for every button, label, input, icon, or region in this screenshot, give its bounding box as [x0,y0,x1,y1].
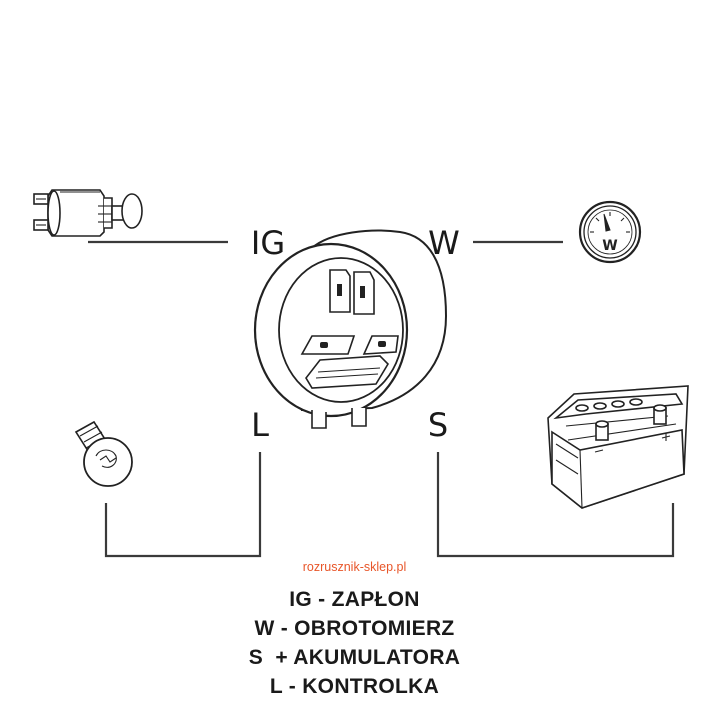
wires [88,240,675,558]
battery-icon [547,385,689,509]
terminal-label-ig: IG [251,224,285,262]
tachometer-icon: W [578,200,642,264]
legend-line-w: W - OBROTOMIERZ [254,617,455,640]
wire-warning-lamp [104,452,262,558]
warning-lamp-bulb-icon [74,420,133,487]
terminal-label-s: S [428,406,448,444]
legend-line-s: S + AKUMULATORA [248,646,461,669]
ignition-switch-icon [33,189,143,237]
alternator-regulator-icon [253,229,448,429]
watermark-text: rozrusznik-sklep.pl [302,560,407,574]
tachometer-dial-letter: W [602,238,617,254]
legend: IG - ZAPŁON W - OBROTOMIERZ S + AKUMULAT… [0,585,709,701]
legend-line-ig: IG - ZAPŁON [289,588,420,611]
wire-battery [436,452,675,558]
terminal-label-l: L [251,406,269,444]
legend-line-l: L - KONTROLKA [269,675,440,698]
